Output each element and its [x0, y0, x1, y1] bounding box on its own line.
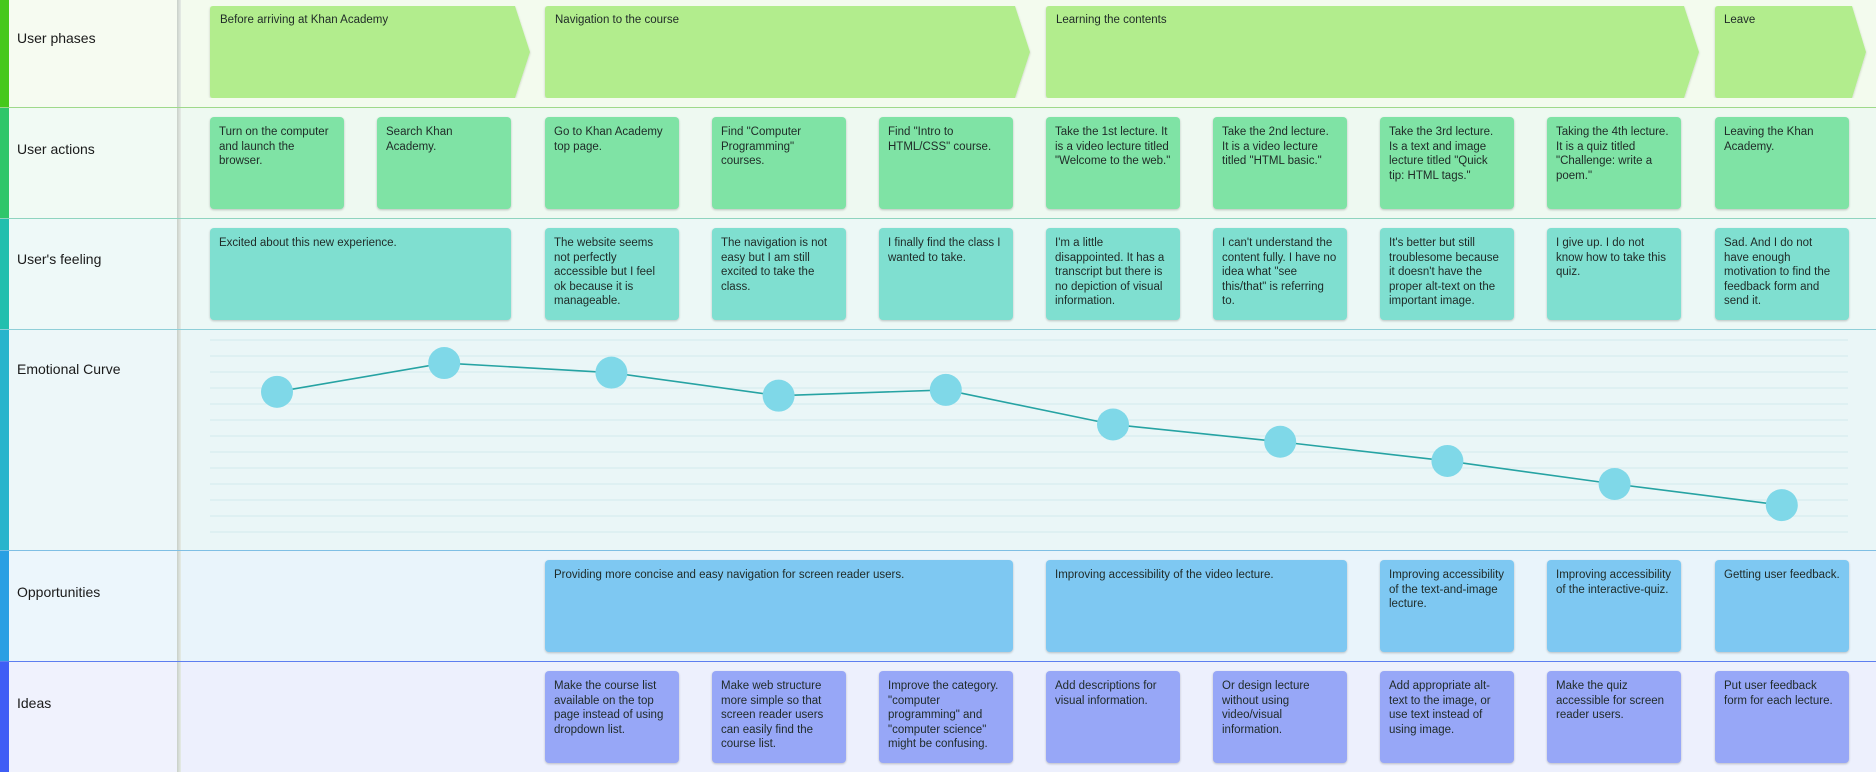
idea-card: Make the quiz accessible for screen read…	[1547, 671, 1681, 763]
phase-chevron-3	[1046, 6, 1699, 98]
emotional-curve-point	[1264, 425, 1297, 458]
actions-accent	[0, 107, 9, 218]
opportunity-card: Improving accessibility of the text-and-…	[1380, 560, 1514, 652]
emotional-curve-point	[261, 375, 293, 408]
feeling-card: Excited about this new experience.	[210, 228, 511, 320]
row-label-opportunities: Opportunities	[17, 584, 101, 600]
row-divider	[0, 661, 1876, 662]
emotional-curve-point	[1765, 489, 1798, 522]
row-label-ideas: Ideas	[17, 695, 52, 711]
curve-row-bg	[0, 329, 1876, 550]
opportunities-accent	[0, 550, 9, 661]
action-card: Find "Computer Programming" courses.	[712, 117, 846, 209]
label-column-actions	[9, 107, 177, 218]
opportunity-card: Improving accessibility of the video lec…	[1046, 560, 1347, 652]
curve-accent	[0, 329, 9, 550]
phase-chevron-1	[210, 6, 530, 98]
emotional-curve-point	[929, 373, 962, 406]
emotional-curve-point	[1097, 408, 1129, 441]
opportunity-card: Improving accessibility of the interacti…	[1547, 560, 1681, 652]
emotional-curve-point	[1431, 444, 1464, 477]
row-divider	[0, 107, 1876, 108]
feeling-card: I give up. I do not know how to take thi…	[1547, 228, 1681, 320]
row-divider	[0, 550, 1876, 551]
phase-label: Before arriving at Khan Academy	[220, 14, 389, 26]
idea-card: Or design lecture without using video/vi…	[1213, 671, 1347, 763]
feeling-card: I can't understand the content fully. I …	[1213, 228, 1347, 320]
label-column-phases	[9, 0, 177, 107]
action-card: Search Khan Academy.	[377, 117, 511, 209]
row-label-actions: User actions	[17, 141, 95, 157]
row-label-curve: Emotional Curve	[17, 361, 121, 377]
phases-accent	[0, 0, 9, 107]
emotional-curve-chart	[210, 339, 1848, 533]
idea-card: Make the course list available on the to…	[545, 671, 679, 763]
idea-card: Make web structure more simple so that s…	[712, 671, 846, 763]
idea-card: Put user feedback form for each lecture.	[1715, 671, 1849, 763]
emotional-curve-point	[595, 356, 628, 389]
row-divider	[0, 218, 1876, 219]
opportunity-card: Getting user feedback.	[1715, 560, 1849, 652]
row-label-phases: User phases	[17, 30, 96, 46]
feeling-card: I'm a little disappointed. It has a tran…	[1046, 228, 1180, 320]
feeling-card: I finally find the class I wanted to tak…	[879, 228, 1013, 320]
emotional-curve-line	[276, 362, 1782, 506]
phase-label: Navigation to the course	[555, 14, 680, 26]
emotional-curve-point	[762, 379, 795, 412]
idea-card: Improve the category. "computer programm…	[879, 671, 1013, 763]
phase-label: Learning the contents	[1056, 14, 1167, 26]
label-column-curve	[9, 329, 177, 550]
row-divider	[0, 329, 1876, 330]
phase-label: Leave	[1724, 14, 1756, 26]
phase-chevron-4	[1715, 6, 1866, 98]
row-label-feelings: User's feeling	[17, 251, 102, 267]
column-separator	[177, 0, 181, 772]
feeling-card: It's better but still troublesome becaus…	[1380, 228, 1514, 320]
action-card: Find "Intro to HTML/CSS" course.	[879, 117, 1013, 209]
action-card: Turn on the computer and launch the brow…	[210, 117, 344, 209]
idea-card: Add appropriate alt-text to the image, o…	[1380, 671, 1514, 763]
action-card: Take the 2nd lecture. It is a video lect…	[1213, 117, 1347, 209]
phase-chevron-2	[545, 6, 1030, 98]
phase-chevrons	[210, 6, 1866, 98]
emotional-curve-point	[1598, 468, 1631, 500]
label-column-ideas	[9, 661, 177, 772]
label-column-feelings	[9, 218, 177, 329]
idea-card: Add descriptions for visual information.	[1046, 671, 1180, 763]
feeling-card: Sad. And I do not have enough motivation…	[1715, 228, 1849, 320]
label-column-opportunities	[9, 550, 177, 661]
feeling-card: The website seems not perfectly accessib…	[545, 228, 679, 320]
action-card: Take the 3rd lecture. Is a text and imag…	[1380, 117, 1514, 209]
action-card: Take the 1st lecture. It is a video lect…	[1046, 117, 1180, 209]
action-card: Go to Khan Academy top page.	[545, 117, 679, 209]
ideas-accent	[0, 661, 9, 772]
action-card: Taking the 4th lecture. It is a quiz tit…	[1547, 117, 1681, 209]
feeling-card: The navigation is not easy but I am stil…	[712, 228, 846, 320]
feelings-accent	[0, 218, 9, 329]
emotional-curve-point	[428, 347, 461, 380]
action-card: Leaving the Khan Academy.	[1715, 117, 1849, 209]
opportunity-card: Providing more concise and easy navigati…	[545, 560, 1013, 652]
